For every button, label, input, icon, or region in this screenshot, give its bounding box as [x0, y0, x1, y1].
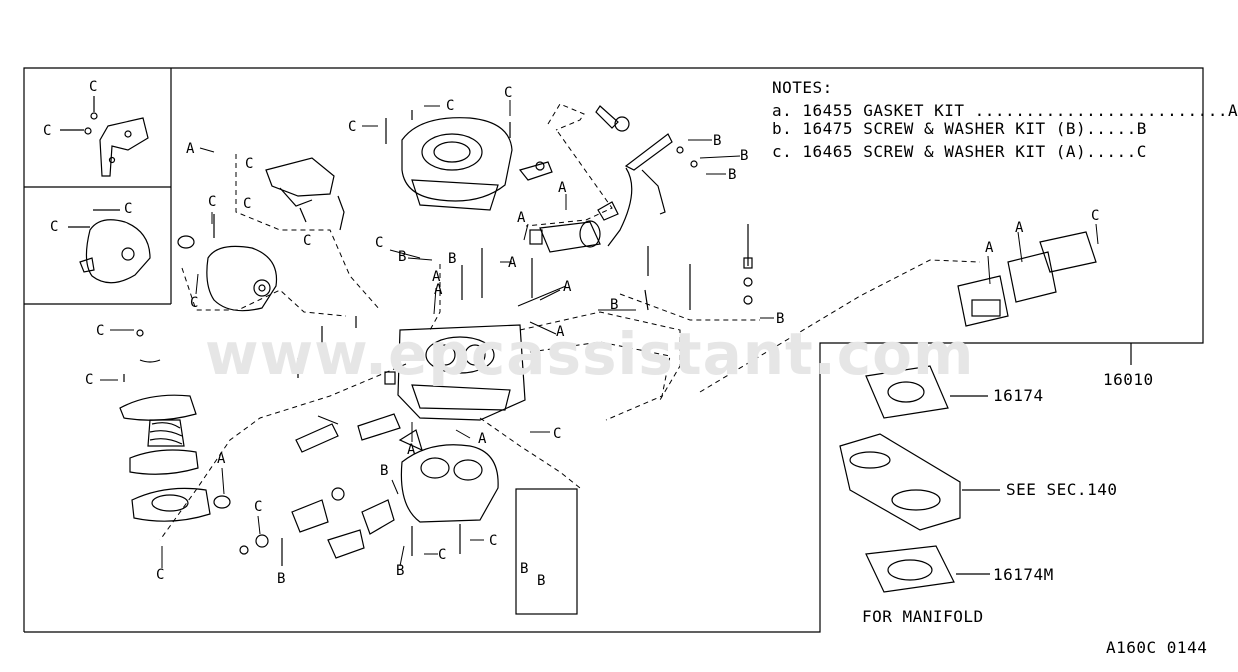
callout-c: C — [553, 426, 562, 442]
callout-c: C — [243, 196, 252, 212]
callout-b: B — [448, 251, 457, 267]
callout-a: A — [432, 269, 441, 285]
notes-title: NOTES: — [772, 78, 833, 97]
choke-housing — [177, 235, 278, 312]
callout-c: C — [254, 499, 263, 515]
callout-a: A — [217, 451, 226, 467]
inset-bracket — [60, 96, 149, 177]
callout-b: B — [396, 563, 405, 579]
carburetor-top-cover — [401, 117, 553, 211]
callout-a: A — [508, 255, 517, 271]
callout-c: C — [1091, 208, 1100, 224]
linkage-bracket — [607, 133, 698, 247]
callout-c: C — [504, 85, 513, 101]
see-section-140: SEE SEC.140 — [1006, 480, 1118, 499]
gasket-16174m — [865, 545, 990, 593]
for-manifold-label: FOR MANIFOLD — [862, 607, 984, 626]
callout-a: A — [186, 141, 195, 157]
callout-b: B — [610, 297, 619, 313]
solenoid-assembly — [529, 105, 630, 253]
callout-a: A — [517, 210, 526, 226]
callout-b: B — [520, 561, 529, 577]
callout-c: C — [375, 235, 384, 251]
callout-b: B — [740, 148, 749, 164]
note-c: c. 16465 SCREW & WASHER KIT (A).....C — [772, 142, 1147, 161]
callout-c: C — [89, 79, 98, 95]
frame-lines — [23, 67, 1204, 633]
callout-c: C — [96, 323, 105, 339]
callout-a: A — [556, 324, 565, 340]
callout-a: A — [434, 282, 443, 298]
callout-b: B — [713, 133, 722, 149]
callout-leaders — [100, 100, 1099, 568]
alignment-dashed-lines — [159, 103, 981, 541]
callout-b: B — [776, 311, 785, 327]
callout-c: C — [489, 533, 498, 549]
callout-a: A — [985, 240, 994, 256]
callout-a: A — [1015, 220, 1024, 236]
diaphragm-stack — [119, 329, 231, 522]
callout-c: C — [208, 194, 217, 210]
callout-a: A — [558, 180, 567, 196]
callout-c: C — [348, 119, 357, 135]
callout-c: C — [446, 98, 455, 114]
note-a: a. 16455 GASKET KIT ....................… — [772, 101, 1238, 120]
note-b: b. 16475 SCREW & WASHER KIT (B).....B — [772, 119, 1147, 138]
callout-b: B — [728, 167, 737, 183]
callout-a: A — [407, 442, 416, 458]
callout-b: B — [380, 463, 389, 479]
manifold-gasket-kit — [957, 231, 1097, 327]
carburetor-main-body — [384, 324, 526, 421]
throttle-lever-assembly — [239, 413, 401, 559]
inset-actuator — [68, 209, 151, 284]
callout-c: C — [190, 295, 199, 311]
heat-shield — [839, 433, 1000, 531]
callout-c: C — [124, 201, 133, 217]
callout-c: C — [50, 219, 59, 235]
choke-lever-assembly — [265, 157, 345, 231]
callout-c: C — [156, 567, 165, 583]
callout-c: C — [245, 156, 254, 172]
carburetor-throttle-body — [398, 429, 499, 523]
figure-code: A160C 0144 — [1106, 638, 1208, 657]
jets-and-screws — [213, 110, 753, 566]
callout-b: B — [398, 249, 407, 265]
callout-a: A — [563, 279, 572, 295]
part-number-16010: 16010 — [1103, 370, 1154, 389]
callout-b: B — [277, 571, 286, 587]
part-number-16174: 16174 — [993, 386, 1044, 405]
callout-b: B — [537, 573, 546, 589]
callout-a: A — [478, 431, 487, 447]
callout-c: C — [43, 123, 52, 139]
gasket-16174 — [865, 365, 988, 419]
watermark: www.epcassistant.com — [205, 320, 975, 388]
part-number-16174m: 16174M — [993, 565, 1054, 584]
callout-c: C — [303, 233, 312, 249]
callout-c: C — [438, 547, 447, 563]
callout-c: C — [85, 372, 94, 388]
